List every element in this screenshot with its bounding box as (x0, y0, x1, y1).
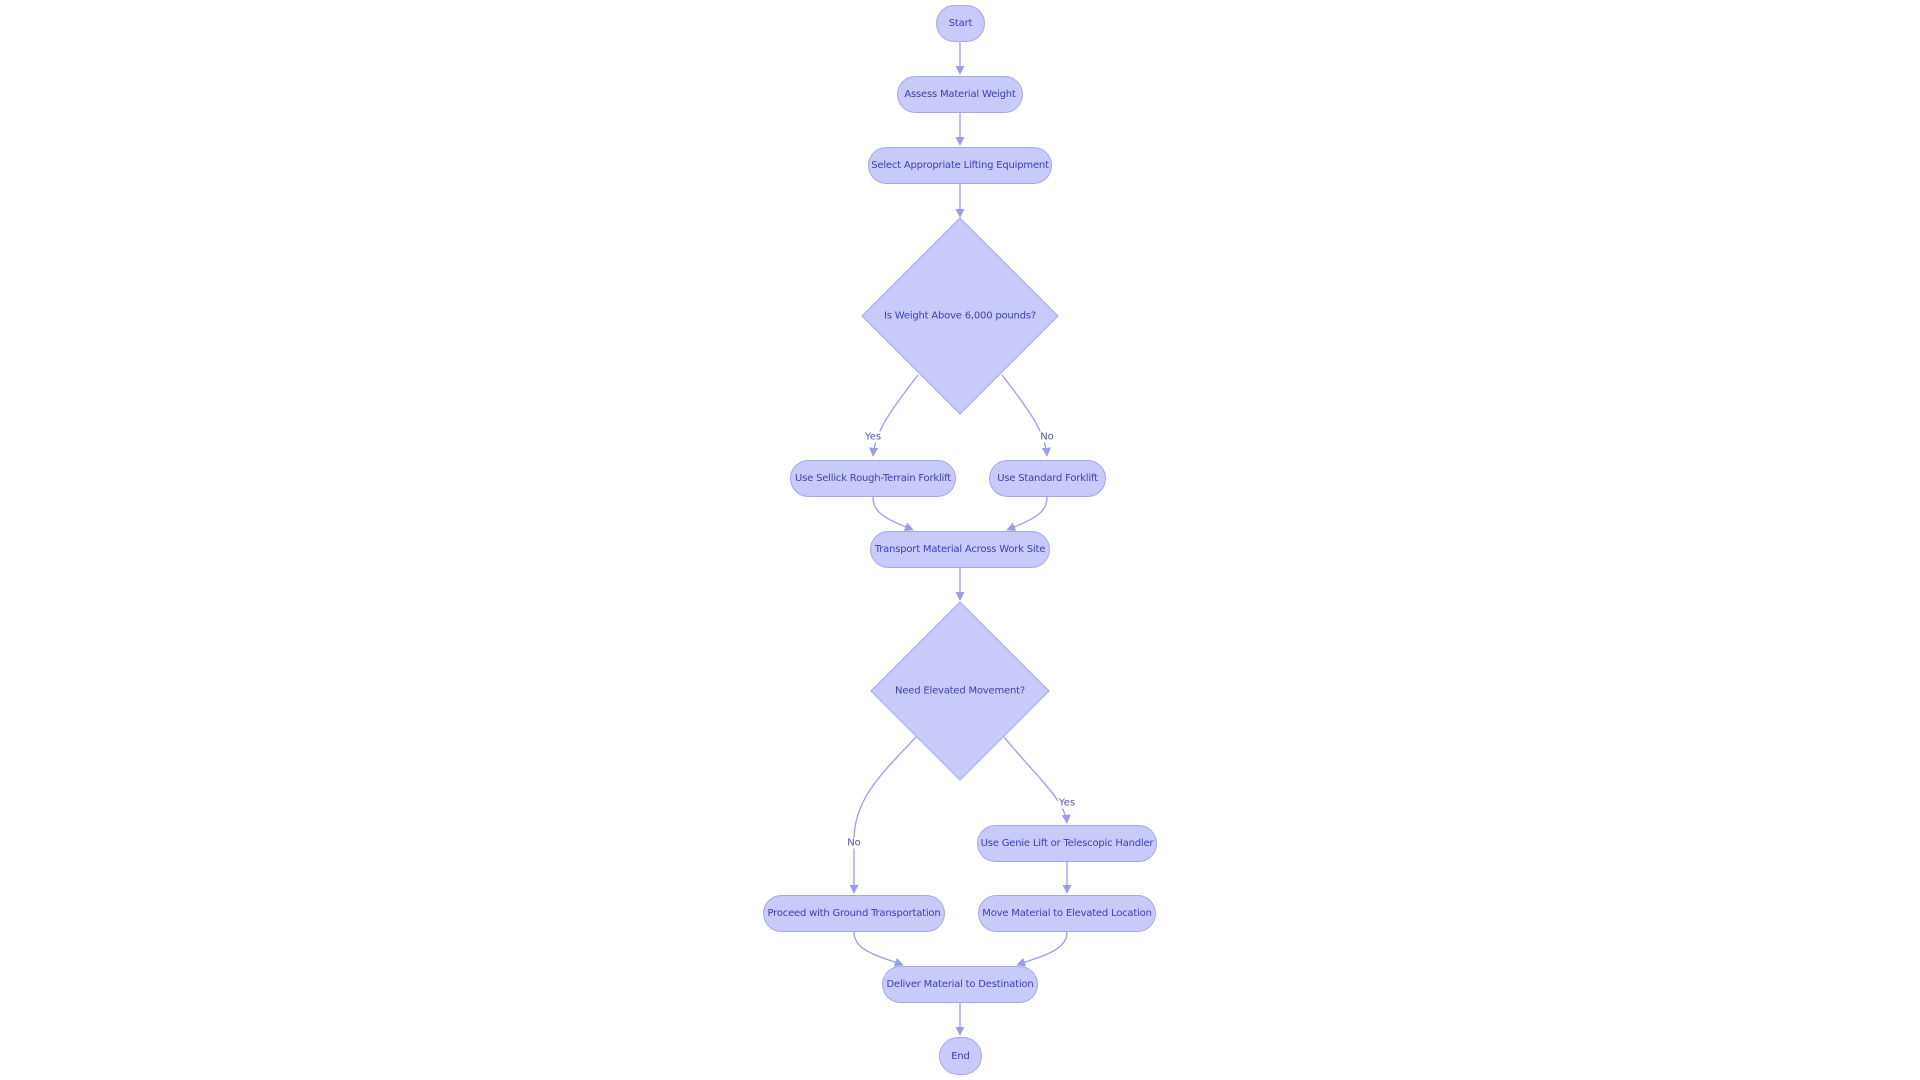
node-genie-label: Use Genie Lift or Telescopic Handler (980, 838, 1154, 849)
node-deliver-material: Deliver Material to Destination (882, 966, 1038, 1003)
node-deliver-label: Deliver Material to Destination (886, 979, 1034, 990)
edge-ground-deliver (853, 931, 904, 967)
node-end-label: End (951, 1050, 970, 1062)
node-standard-forklift: Use Standard Forklift (989, 460, 1106, 497)
node-select-label: Select Appropriate Lifting Equipment (871, 160, 1049, 171)
node-select-lifting-equipment: Select Appropriate Lifting Equipment (868, 147, 1052, 184)
edge-label-weight-no: No (1039, 431, 1055, 443)
edge-elevated-no (849, 736, 917, 894)
node-sellick-forklift: Use Sellick Rough-Terrain Forklift (790, 460, 956, 497)
node-standard-label: Use Standard Forklift (997, 473, 1098, 484)
edge-standard-transport (1006, 496, 1048, 531)
edge-sellick-transport (872, 496, 914, 531)
node-assess-material-weight: Assess Material Weight (897, 76, 1023, 113)
node-transport-label: Transport Material Across Work Site (874, 544, 1046, 555)
edge-weight-no (1001, 374, 1051, 457)
edge-move-deliver (1016, 931, 1068, 967)
node-ground-transportation: Proceed with Ground Transportation (763, 895, 945, 932)
node-genie-lift: Use Genie Lift or Telescopic Handler (977, 825, 1157, 862)
elevated-decision-label: Need Elevated Movement? (895, 685, 1025, 697)
node-end: End (939, 1037, 982, 1075)
node-ground-label: Proceed with Ground Transportation (767, 908, 941, 919)
edge-label-weight-yes: Yes (863, 431, 883, 443)
edge-label-elevated-no: No (846, 837, 862, 849)
node-transport-material: Transport Material Across Work Site (870, 531, 1050, 568)
edge-label-elevated-yes: Yes (1057, 797, 1077, 809)
node-move-elevated-label: Move Material to Elevated Location (982, 908, 1152, 919)
edge-weight-yes (869, 374, 919, 457)
node-start-label: Start (948, 18, 973, 29)
node-start: Start (936, 5, 985, 42)
node-assess-label: Assess Material Weight (904, 89, 1016, 100)
weight-decision-label: Is Weight Above 6,000 pounds? (884, 310, 1036, 322)
weight-decision-diamond (861, 217, 1059, 415)
node-move-elevated: Move Material to Elevated Location (978, 895, 1156, 932)
edge-elevated-yes (1003, 736, 1071, 824)
elevated-decision-diamond (870, 601, 1050, 781)
node-sellick-label: Use Sellick Rough-Terrain Forklift (795, 473, 951, 484)
